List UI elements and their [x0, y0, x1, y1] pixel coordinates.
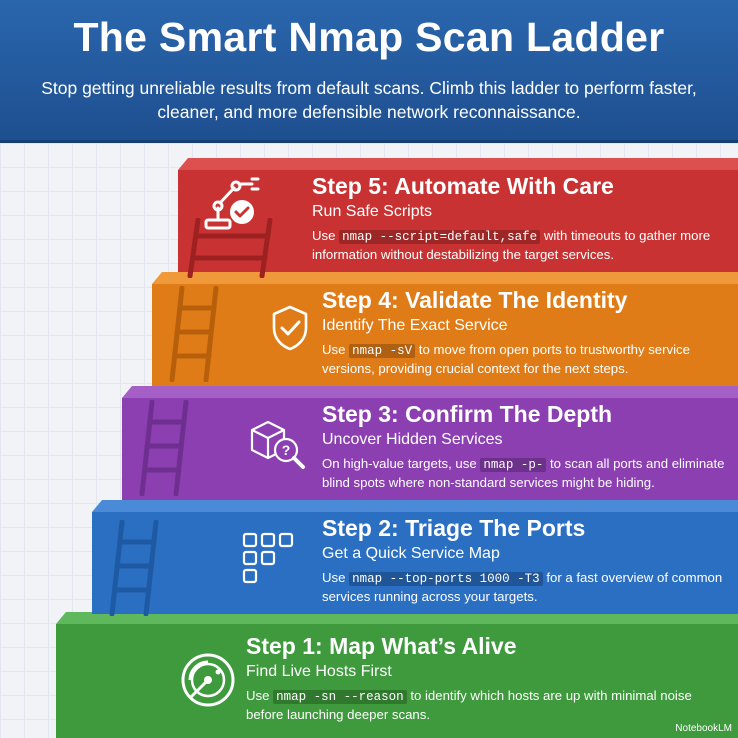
step-5-block: Step 5: Automate With Care Run Safe Scri… — [178, 158, 738, 278]
step-2-description: Use nmap --top-ports 1000 -T3 for a fast… — [322, 570, 723, 604]
step-4-subheading: Identify The Exact Service — [322, 317, 508, 334]
step-1-command: nmap -sn --reason — [273, 690, 407, 704]
step-4-command: nmap -sV — [349, 344, 416, 358]
box-search-icon: ? — [250, 420, 305, 469]
step-1-block: Step 1: Map What’s Alive Find Live Hosts… — [56, 612, 738, 738]
step-5-description: Use nmap --script=default,safe with time… — [312, 228, 711, 262]
ladder-icon — [60, 616, 110, 626]
robot-arm-check-icon — [204, 177, 260, 230]
page-title: The Smart Nmap Scan Ladder — [73, 14, 665, 60]
step-3-block: ? Step 3: Confirm The Depth Uncover Hidd… — [122, 386, 738, 500]
shield-check-icon — [272, 305, 308, 351]
ladder-icon — [109, 520, 159, 616]
ladder-icon — [139, 400, 189, 496]
svg-text:?: ? — [282, 442, 291, 458]
step-2-block: Step 2: Triage The Ports Get a Quick Ser… — [92, 500, 738, 616]
step-3-heading: Step 3: Confirm The Depth — [322, 401, 613, 427]
step-4-heading: Step 4: Validate The Identity — [322, 287, 628, 313]
step-4-block: Step 4: Validate The Identity Identify T… — [152, 272, 738, 386]
grid-icon — [242, 532, 294, 584]
step-3-command: nmap -p- — [480, 458, 547, 472]
step-1-heading: Step 1: Map What’s Alive — [246, 633, 517, 659]
radar-icon — [181, 653, 235, 707]
brand-watermark: NotebookLM — [675, 723, 732, 734]
header-banner: The Smart Nmap Scan Ladder Stop getting … — [0, 0, 738, 143]
ladder-icon — [169, 286, 219, 382]
step-1-description: Use nmap -sn --reason to identify which … — [246, 688, 692, 722]
step-2-heading: Step 2: Triage The Ports — [322, 515, 586, 541]
step-5-command: nmap --script=default,safe — [339, 230, 541, 244]
step-3-description: On high-value targets, use nmap -p- to s… — [322, 456, 725, 490]
step-5-subheading: Run Safe Scripts — [312, 203, 433, 220]
step-4-description: Use nmap -sV to move from open ports to … — [322, 342, 690, 376]
page-subtitle: Stop getting unreliable results from def… — [41, 78, 697, 122]
step-1-subheading: Find Live Hosts First — [246, 663, 392, 680]
step-5-heading: Step 5: Automate With Care — [312, 173, 614, 199]
step-2-subheading: Get a Quick Service Map — [322, 545, 500, 562]
step-3-subheading: Uncover Hidden Services — [322, 431, 503, 448]
ladder-icon — [187, 218, 273, 278]
step-2-command: nmap --top-ports 1000 -T3 — [349, 572, 543, 586]
